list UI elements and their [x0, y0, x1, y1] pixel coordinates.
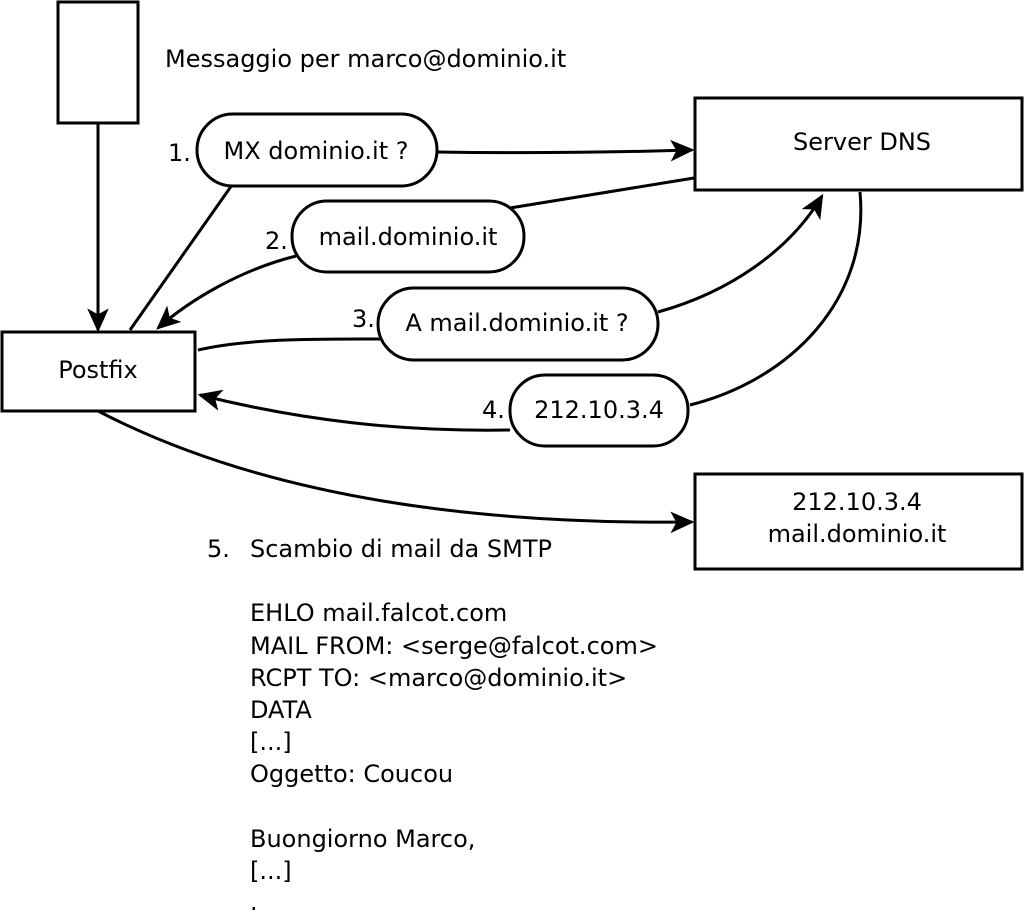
step5-arrow-to-mailserver: [97, 409, 695, 534]
step3-pill: [376, 286, 660, 362]
step1-connector: [128, 184, 234, 331]
step1-label: MX dominio.it ?: [224, 137, 409, 165]
smtp-line: EHLO mail.falcot.com: [250, 599, 507, 627]
step2-label: mail.dominio.it: [319, 223, 498, 251]
step1-arrow-to-dns: [435, 139, 695, 162]
smtp-line: Oggetto: Coucou: [250, 760, 453, 788]
step2-connector: [509, 176, 695, 210]
step3-number: 3.: [352, 305, 375, 333]
step3-arrow-to-dns: [657, 193, 824, 314]
step2-pill: [290, 199, 526, 274]
dns-server-label: Server DNS: [793, 128, 931, 156]
smtp-line: RCPT TO: <marco@dominio.it>: [250, 664, 627, 692]
step2-arrow-to-postfix: [156, 254, 297, 330]
step1-number: 1.: [168, 139, 191, 167]
smtp-transcript: EHLO mail.falcot.com MAIL FROM: <serge@f…: [250, 599, 658, 916]
mail-server-host: mail.dominio.it: [768, 520, 947, 548]
smtp-line: Buongiorno Marco,: [250, 825, 475, 853]
step4-pill: [508, 373, 690, 448]
smtp-title: Scambio di mail da SMTP: [250, 535, 552, 563]
smtp-line: .: [250, 888, 258, 916]
dns-server-node: [693, 96, 1024, 192]
mail-server-ip: 212.10.3.4: [792, 488, 922, 516]
step4-label: 212.10.3.4: [534, 396, 664, 424]
message-document: [56, 0, 140, 125]
mail-server-node: [693, 472, 1024, 571]
postfix-label: Postfix: [58, 356, 138, 384]
step4-connector: [689, 191, 863, 407]
step4-arrow-to-postfix: [197, 389, 511, 432]
message-label: Messaggio per marco@dominio.it: [165, 45, 566, 73]
step2-number: 2.: [265, 227, 288, 255]
smtp-line: MAIL FROM: <serge@falcot.com>: [250, 632, 658, 660]
step3-connector: [197, 337, 381, 352]
smtp-line: [...]: [250, 857, 292, 885]
postfix-node: [0, 330, 197, 413]
smtp-line: [...]: [250, 728, 292, 756]
step1-pill: [195, 112, 439, 188]
step3-label: A mail.dominio.it ?: [405, 309, 628, 337]
step5-number: 5.: [207, 535, 230, 563]
step4-number: 4.: [482, 396, 505, 424]
smtp-line: DATA: [250, 696, 312, 724]
